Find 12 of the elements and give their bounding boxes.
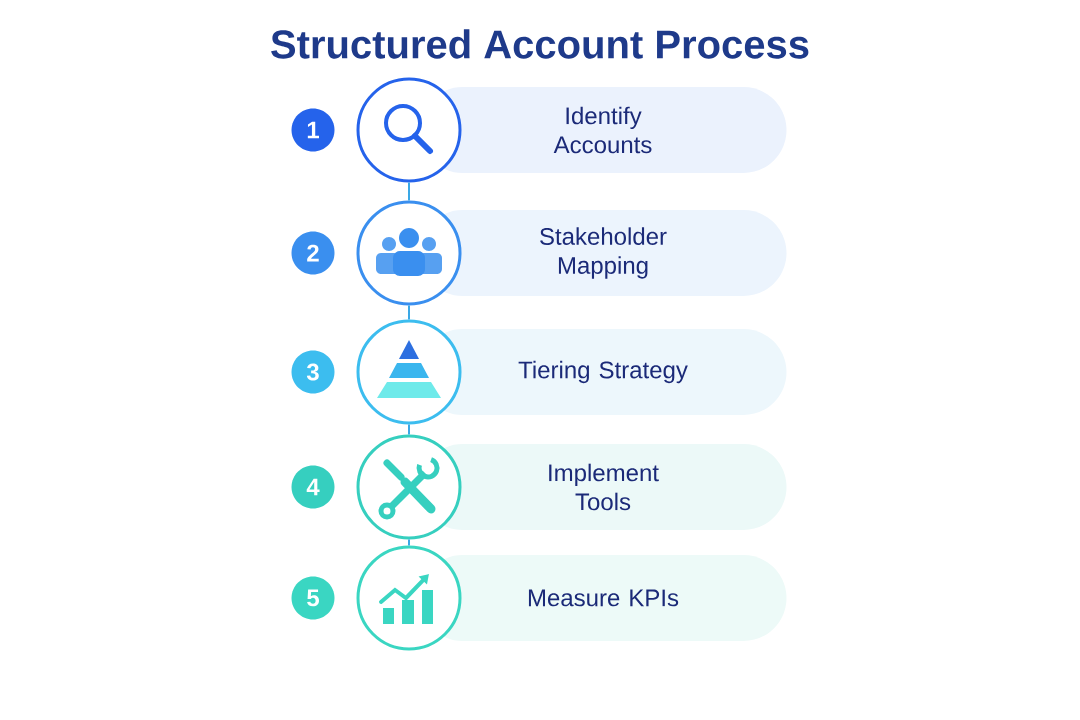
icon-circle: [356, 434, 462, 540]
icon-circle: [356, 77, 462, 183]
connector-line: [408, 181, 410, 202]
connector-line: [408, 538, 410, 547]
step-number: 3: [291, 350, 335, 394]
step-number: 5: [291, 576, 335, 620]
step-number: 2: [291, 231, 335, 275]
connector-line: [408, 304, 410, 321]
title: Structured Account Process: [271, 29, 809, 59]
step-number: 1: [291, 108, 335, 152]
step-number: 4: [291, 465, 335, 509]
connector-line: [408, 423, 410, 436]
